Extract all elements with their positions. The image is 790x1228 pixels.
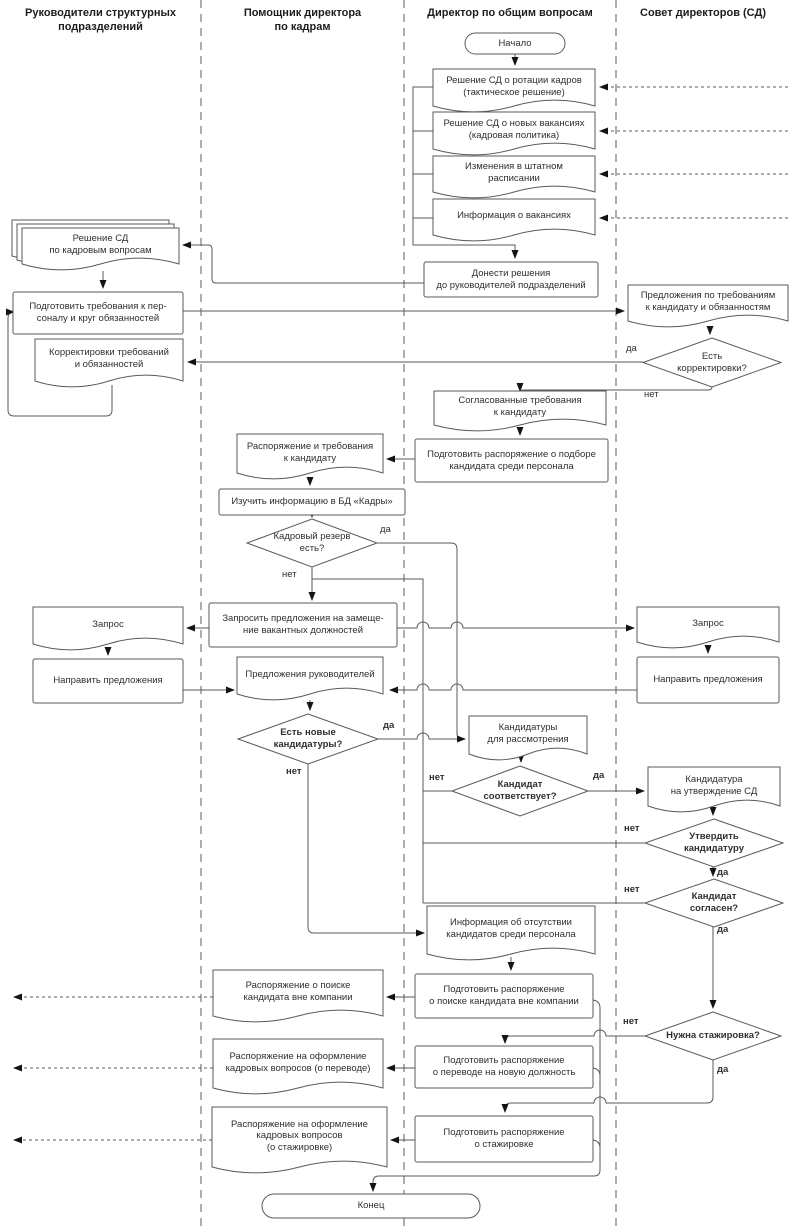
doc-corrections <box>34 338 184 388</box>
label-da-fits: да <box>593 770 605 781</box>
doc-external-search-order <box>212 969 384 1023</box>
process-prepare-transfer-order <box>414 1045 594 1089</box>
lane-header-4: Совет директоров (СД) <box>640 7 766 19</box>
doc-vacancy-info <box>432 198 596 242</box>
process-prepare-selection-order <box>414 438 609 483</box>
doc-rotation-decision <box>432 68 596 113</box>
decision-new-candidates <box>236 713 380 765</box>
decision-candidate-fits <box>450 765 590 817</box>
process-convey-decisions <box>423 261 599 298</box>
edge-internship-join <box>592 1139 601 1149</box>
lane-header-3: Директор по общим вопросам <box>427 7 593 19</box>
edge-newcand-da <box>378 732 466 743</box>
doc-order-and-requirements <box>236 433 384 480</box>
process-study-hr-db <box>218 488 406 516</box>
process-send-proposals-right <box>636 656 780 704</box>
end-terminator <box>261 1193 481 1219</box>
edge-docs-bracket <box>412 86 519 259</box>
process-send-proposals-left <box>32 658 184 704</box>
doc-managers-proposals <box>236 656 384 701</box>
decision-reserve-exists <box>245 518 379 568</box>
process-request-proposals <box>208 602 398 648</box>
edge-bracket-stubs <box>413 130 433 219</box>
process-prepare-internship-order <box>414 1115 594 1163</box>
doc-internship-order <box>211 1106 388 1174</box>
edge-right-send-to-proposals <box>389 683 637 694</box>
process-prepare-requirements <box>12 291 184 335</box>
process-prepare-external-search <box>414 973 594 1019</box>
label-da-corrections: да <box>626 343 637 354</box>
multidoc-sd-decision <box>11 219 180 271</box>
decision-approve-candidate <box>643 818 785 868</box>
label-net-approve: нет <box>624 823 640 834</box>
doc-candidate-approval <box>647 766 781 813</box>
doc-agreed-requirements <box>433 390 607 432</box>
lane-header-2: Помощник директора по кадрам <box>243 7 362 34</box>
edge-request-to-right-doc <box>397 621 635 632</box>
edge-newcand-net <box>307 764 425 937</box>
edge-internship-net <box>501 1029 645 1044</box>
label-da-approve: да <box>717 867 729 878</box>
doc-request-left <box>32 606 184 651</box>
edge-corrections-loop <box>5 308 113 417</box>
decision-candidate-agrees <box>643 878 785 928</box>
label-da-agrees: да <box>717 924 729 935</box>
doc-transfer-order <box>212 1038 384 1095</box>
label-da-reserve: да <box>380 524 391 535</box>
edge-return-line <box>312 578 424 903</box>
edge-corrections-net <box>516 382 713 392</box>
edge-convey-to-multidoc <box>182 241 424 284</box>
label-da-internship: да <box>717 1064 729 1075</box>
label-net-internship: нет <box>623 1016 639 1027</box>
edge-internship-da <box>501 1060 714 1113</box>
decision-any-corrections <box>641 337 783 388</box>
doc-candidates-review <box>468 715 588 761</box>
decision-internship-needed <box>643 1011 783 1061</box>
doc-request-right <box>636 606 780 649</box>
label-net-fits: нет <box>429 772 445 783</box>
label-da-new-cand: да <box>383 720 395 731</box>
doc-requirement-proposals <box>627 284 789 328</box>
edge-to-end <box>369 999 601 1192</box>
label-net-reserve: нет <box>282 569 297 580</box>
edge-transfer-join <box>592 1067 601 1077</box>
label-net-agrees: нет <box>624 884 640 895</box>
doc-no-internal-candidates <box>426 905 596 961</box>
doc-new-vacancies <box>432 111 596 156</box>
lane-header-1: Руководители структурных подразделений <box>25 7 176 34</box>
label-net-new-cand: нет <box>286 766 302 777</box>
label-net-corrections: нет <box>644 389 659 400</box>
doc-staff-changes <box>432 155 596 199</box>
start-terminator <box>464 32 566 55</box>
